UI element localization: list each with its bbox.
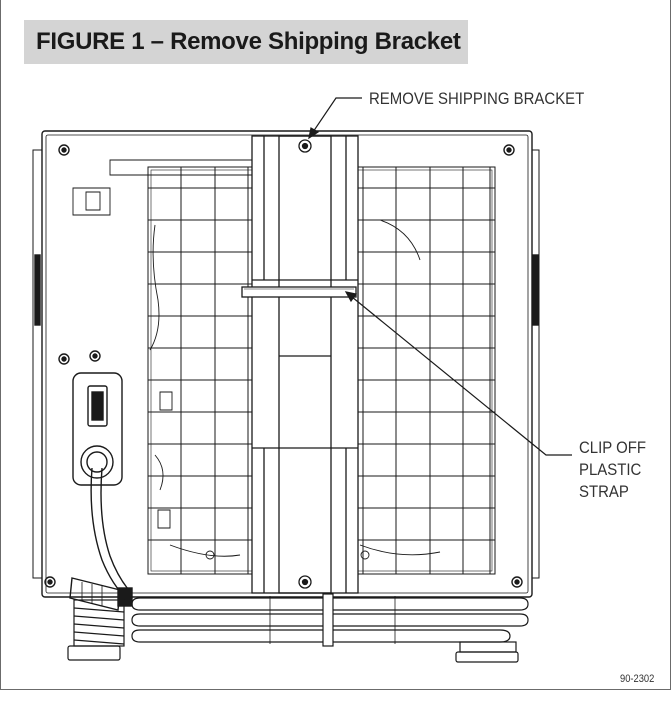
base-tubing: [131, 593, 529, 647]
grille: [147, 166, 496, 575]
clip-strap-line3: STRAP: [579, 482, 629, 501]
shipping-bracket: [251, 135, 359, 594]
figure-title: FIGURE 1 – Remove Shipping Bracket: [36, 28, 461, 55]
left-foot: [67, 599, 125, 661]
clip-strap-line1: CLIP OFF: [579, 438, 647, 457]
corner-screws: [44, 144, 523, 588]
figure-number: 90-2302: [620, 673, 655, 685]
clip-strap-line2: PLASTIC: [579, 460, 642, 479]
control-box: [72, 372, 123, 486]
leader-lines: [308, 97, 572, 456]
power-cord: [69, 467, 133, 611]
clip-strap-callout: CLIP OFF PLASTIC STRAP: [579, 437, 646, 503]
figure-title-bar: FIGURE 1 – Remove Shipping Bracket: [24, 20, 468, 64]
remove-bracket-callout: REMOVE SHIPPING BRACKET: [369, 89, 585, 108]
right-foot: [455, 641, 519, 663]
plastic-strap: [241, 286, 357, 298]
housing-outline: [32, 130, 540, 598]
